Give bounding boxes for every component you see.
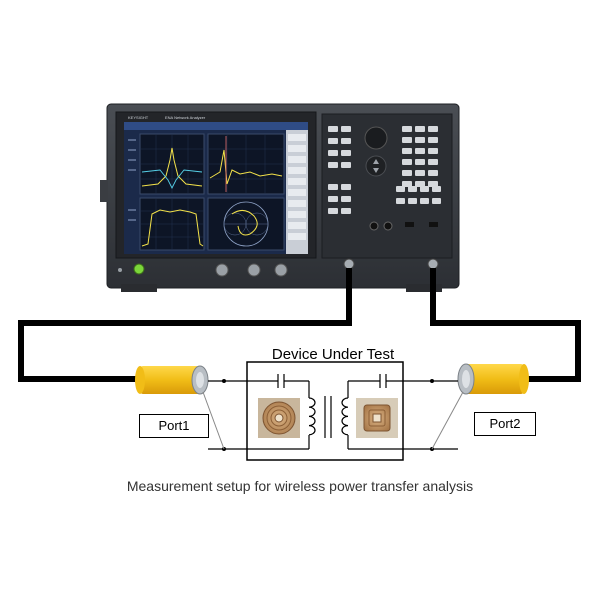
front-panel-key: [328, 184, 338, 190]
test-cables: [18, 268, 581, 382]
front-panel-key: [428, 181, 438, 187]
analyzer-screen: [124, 122, 308, 254]
front-panel-key: [432, 198, 441, 204]
front-panel-key: [428, 126, 438, 132]
front-panel-key: [328, 208, 338, 214]
dut-junction-dots: [222, 379, 434, 451]
figure-caption: Measurement setup for wireless power tra…: [126, 478, 474, 494]
front-panel-key: [428, 137, 438, 143]
front-panel-key: [415, 148, 425, 154]
front-panel-key: [328, 150, 338, 156]
analyzer-model-text: ENA Network Analyzer: [165, 115, 206, 120]
front-panel-key: [341, 150, 351, 156]
front-panel-key: [341, 138, 351, 144]
front-panel-key: [396, 198, 405, 204]
analyzer-control-panel: [321, 113, 453, 259]
port-lead-lines: [202, 391, 464, 450]
front-panel-key: [408, 198, 417, 204]
front-panel-key: [396, 186, 405, 192]
front-panel-key: [328, 162, 338, 168]
front-panel-key: [415, 181, 425, 187]
front-panel-key: [402, 126, 412, 132]
front-panel-key: [408, 186, 417, 192]
front-panel-key: [432, 186, 441, 192]
dut-box: [246, 361, 404, 461]
port2-adapter: [457, 363, 529, 395]
port1-adapter: [135, 365, 209, 395]
front-panel-key: [415, 137, 425, 143]
front-panel-key: [402, 181, 412, 187]
reflection-trace-panel: [207, 133, 285, 195]
front-panel-key: [402, 170, 412, 176]
network-analyzer: [100, 103, 460, 292]
cable-port2: [430, 268, 581, 382]
transmission-trace-panel: [139, 133, 205, 195]
front-panel-key: [428, 159, 438, 165]
front-panel-key: [402, 148, 412, 154]
front-panel-key: [428, 148, 438, 154]
analyzer-brand-logo: KEYSIGHT: [128, 115, 149, 120]
front-panel-key: [415, 126, 425, 132]
dut-circuit: [208, 374, 458, 450]
front-panel-key: [341, 184, 351, 190]
usb-ports: [405, 222, 438, 227]
cable-port1: [18, 268, 352, 382]
front-panel-key: [341, 208, 351, 214]
front-panel-key: [428, 170, 438, 176]
front-panel-key: [328, 138, 338, 144]
front-panel-key: [328, 126, 338, 132]
front-panel-key: [402, 159, 412, 165]
front-panel-key: [415, 170, 425, 176]
analyzer-front-connectors: [118, 258, 439, 277]
front-panel-key: [415, 159, 425, 165]
front-panel-key: [328, 196, 338, 202]
port1-label: Port1: [139, 414, 209, 438]
front-panel-key: [341, 196, 351, 202]
front-panel-key: [420, 198, 429, 204]
smith-chart-panel: [207, 197, 285, 251]
front-panel-key: [420, 186, 429, 192]
front-panel-key: [341, 162, 351, 168]
transmitter-coil-photo: [258, 398, 300, 438]
receiver-coil-photo: [356, 398, 398, 438]
front-panel-key: [341, 126, 351, 132]
front-panel-key: [402, 137, 412, 143]
port2-label: Port2: [474, 412, 536, 436]
bandpass-trace-panel: [139, 197, 205, 251]
dut-title: Device Under Test: [271, 346, 395, 363]
